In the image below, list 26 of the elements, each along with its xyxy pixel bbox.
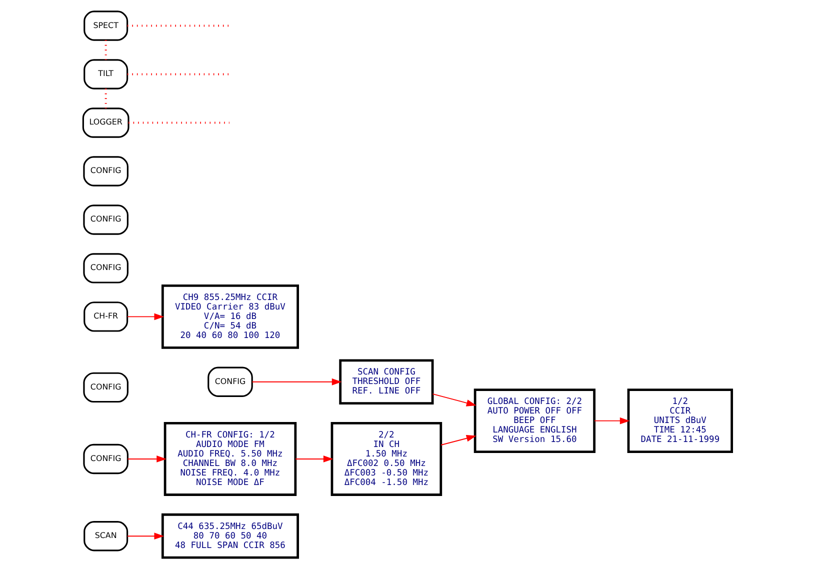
node-box: CONFIG — [208, 366, 253, 397]
node-box: LOGGER — [82, 108, 130, 138]
node-box: 2/2 IN CH 1.50 MHz ΔFC002 0.50 MHz ΔFC003 -0.50 MHz ΔFC004 -1.50 MHz — [330, 422, 442, 496]
node-box: CH-FR — [84, 302, 128, 332]
node-box: SCAN CONFIG THRESHOLD OFF REF. LINE OFF — [339, 359, 434, 405]
arrow — [252, 378, 342, 386]
node-box: CONFIG — [83, 204, 128, 235]
node-box: TILT — [84, 59, 128, 90]
node-box: CH9 855.25MHz CCIR VIDEO Carrier 83 dBuV V/A= 16 dB C/N= 54 dB 20 40 60 80 100 120 — [161, 284, 299, 349]
node-box: CONFIG — [83, 444, 128, 474]
node-box: 1/2 CCIR UNITS dBuV TIME 12:45 DATE 21-11-1999 — [627, 388, 734, 454]
arrow — [432, 393, 476, 406]
arrow — [126, 532, 164, 540]
arrow — [295, 456, 334, 462]
arrow — [126, 313, 164, 320]
node-box: SCAN — [84, 520, 128, 552]
arrow — [440, 434, 476, 446]
node-box: C44 635.25MHz 65dBuV 80 70 60 50 40 48 FULL SPAN CCIR 856 — [161, 513, 299, 559]
node-box: CONFIG — [83, 253, 128, 284]
arrow — [594, 417, 630, 424]
node-box: SPECT — [84, 10, 128, 41]
node-box: GLOBAL CONFIG: 2/2 AUTO POWER OFF OFF BEEP OFF LANGUAGE ENGLISH SW Version 15.60 — [474, 388, 596, 454]
node-box: CH-FR CONFIG: 1/2 AUDIO MODE FM AUDIO FREQ. 5.50 MHz CHANNEL BW 8.0 MHz NOISE FREQ. 4.0 MHz NOISE MODE ΔF — [164, 422, 297, 496]
arrow — [127, 456, 166, 462]
node-box: CONFIG — [83, 156, 128, 186]
node-box: CONFIG — [83, 372, 128, 403]
